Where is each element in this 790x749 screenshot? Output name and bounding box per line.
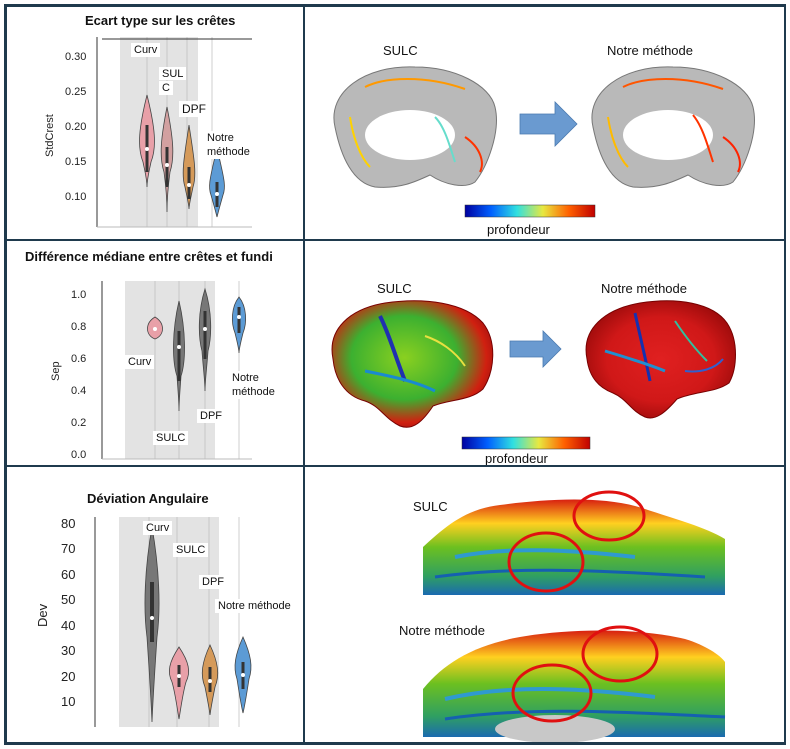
row1-ylabel: StdCrest bbox=[44, 114, 56, 157]
row2-label-notre: Notre bbox=[229, 371, 262, 385]
row1-label-sul: SUL bbox=[159, 67, 187, 80]
row3-ytick: 40 bbox=[61, 618, 75, 633]
row1-ytick: 0.10 bbox=[65, 191, 86, 203]
row1-plot-panel: Ecart type sur les crêtes 0.30 0.25 0.20… bbox=[6, 6, 304, 240]
figure-grid: Ecart type sur les crêtes 0.30 0.25 0.20… bbox=[4, 4, 786, 745]
row2-label-curv: Curv bbox=[125, 355, 155, 369]
row2-ytick: 0.2 bbox=[71, 417, 86, 429]
row1-label-c: C bbox=[159, 81, 173, 95]
zoom-notre-surface bbox=[423, 630, 725, 737]
row1-brain-left-label: SULC bbox=[383, 43, 418, 58]
row1-label-methode: méthode bbox=[204, 145, 253, 159]
row3-plot-title: Déviation Angulaire bbox=[87, 491, 209, 506]
row3-ytick: 70 bbox=[61, 541, 75, 556]
row2-arrow-icon bbox=[509, 330, 562, 368]
highlight-circle bbox=[507, 531, 585, 593]
row3-plot-panel: Déviation Angulaire 80 70 60 50 40 30 20… bbox=[6, 466, 304, 743]
row2-ytick: 1.0 bbox=[71, 289, 86, 301]
highlight-circle bbox=[511, 663, 593, 723]
row2-ytick: 0.4 bbox=[71, 385, 86, 397]
row2-ytick: 0.8 bbox=[71, 321, 86, 333]
row1-brain-images bbox=[333, 66, 755, 218]
row2-ytick: 0.0 bbox=[71, 449, 86, 461]
row2-brain-left-label: SULC bbox=[377, 281, 412, 296]
row1-ytick: 0.15 bbox=[65, 156, 86, 168]
row1-brain-right-label: Notre méthode bbox=[607, 43, 693, 58]
row1-label-curv: Curv bbox=[131, 43, 161, 57]
row2-colorbar bbox=[461, 436, 591, 450]
row1-plot-title: Ecart type sur les crêtes bbox=[85, 13, 236, 28]
row1-ytick: 0.25 bbox=[65, 86, 86, 98]
row1-arrow-icon bbox=[519, 101, 578, 147]
highlight-circle bbox=[581, 625, 659, 683]
row2-label-sulc: SULC bbox=[153, 431, 189, 445]
row3-brain-bottom-label: Notre méthode bbox=[399, 623, 485, 638]
row1-violin-plot: 0.30 0.25 0.20 0.15 0.10 StdCrest bbox=[44, 37, 252, 228]
row1-label-notre: Notre bbox=[204, 131, 237, 145]
row2-plot-title: Différence médiane entre crêtes et fundi bbox=[25, 249, 273, 264]
row2-plot-panel: Différence médiane entre crêtes et fundi… bbox=[6, 240, 304, 466]
row2-brain-images bbox=[331, 300, 736, 450]
row3-label-dpf: DPF bbox=[199, 575, 227, 589]
row2-brain-panel: SULC Notre méthode bbox=[304, 240, 786, 466]
brain-lateral-notre bbox=[585, 300, 736, 419]
row3-ytick: 80 bbox=[61, 516, 75, 531]
row3-ytick: 20 bbox=[61, 669, 75, 684]
row1-brain-panel: SULC Notre méthode bbox=[304, 6, 786, 240]
row2-violin-plot: 1.0 0.8 0.6 0.4 0.2 0.0 Sep bbox=[50, 281, 252, 461]
row2-colorbar-label: profondeur bbox=[485, 451, 548, 466]
row3-brain-panel: SULC Notre méthode bbox=[304, 466, 786, 743]
row3-ytick: 50 bbox=[61, 592, 75, 607]
row2-brain-right-label: Notre méthode bbox=[601, 281, 687, 296]
row3-ytick: 30 bbox=[61, 643, 75, 658]
row3-label-curv: Curv bbox=[143, 521, 173, 535]
row3-brain-top-label: SULC bbox=[413, 499, 448, 514]
row3-ylabel: Dev bbox=[35, 603, 50, 627]
row3-label-sulc: SULC bbox=[173, 543, 209, 557]
row1-colorbar-label: profondeur bbox=[487, 222, 550, 237]
highlight-circle bbox=[572, 490, 646, 542]
row3-label-notre: Notre méthode bbox=[215, 599, 294, 613]
row1-ytick: 0.30 bbox=[65, 51, 86, 63]
row2-ylabel: Sep bbox=[50, 361, 62, 381]
row3-ytick: 60 bbox=[61, 567, 75, 582]
row2-ytick: 0.6 bbox=[71, 353, 86, 365]
row2-label-methode: méthode bbox=[229, 385, 278, 399]
row3-brain-images bbox=[423, 490, 726, 742]
row1-label-dpf: DPF bbox=[179, 101, 209, 117]
row2-label-dpf: DPF bbox=[197, 409, 225, 423]
row3-ytick: 10 bbox=[61, 694, 75, 709]
row1-ytick: 0.20 bbox=[65, 121, 86, 133]
brain-lateral-sulc bbox=[331, 300, 494, 428]
row1-colorbar bbox=[464, 204, 596, 218]
